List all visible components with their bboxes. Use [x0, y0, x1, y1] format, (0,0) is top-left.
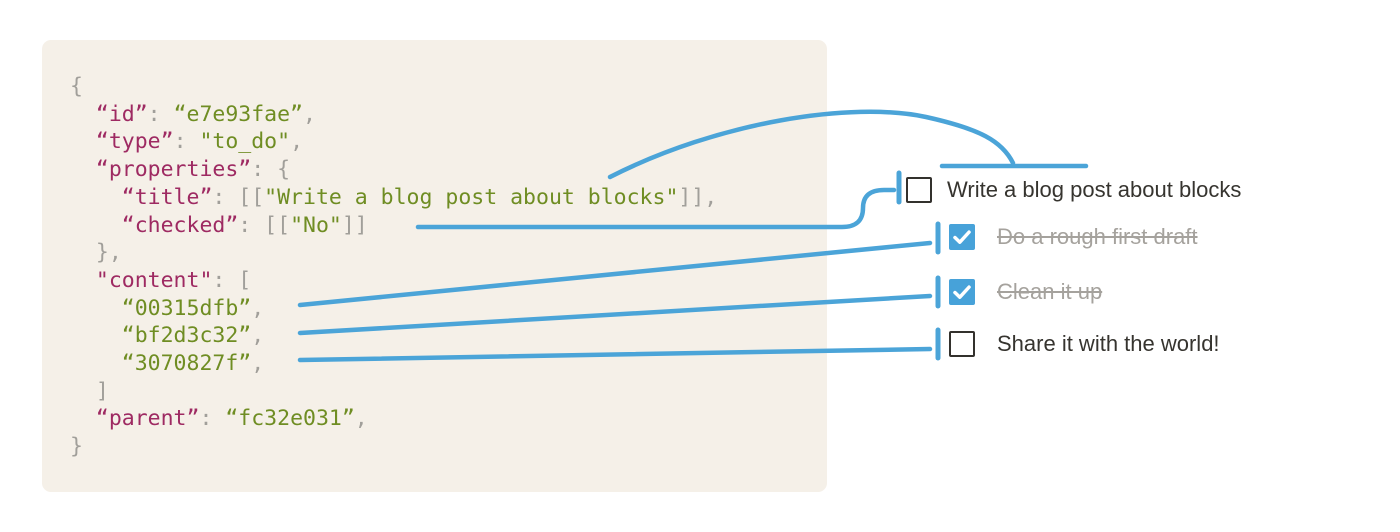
json-punctuation: , — [290, 129, 304, 155]
todo-item: Do a rough first draft — [949, 223, 1198, 251]
json-value: “bf2d3c32” — [121, 323, 252, 349]
todo-item: Share it with the world! — [949, 330, 1220, 358]
json-punctuation: , — [251, 323, 265, 349]
json-code-card: { “id”: “e7e93fae”, “type”: "to_do", “pr… — [42, 40, 827, 492]
code-line: { — [70, 73, 717, 101]
code-line: “type”: "to_do", — [70, 128, 717, 156]
checkbox-unchecked[interactable] — [906, 177, 932, 203]
code-line: “bf2d3c32”, — [70, 322, 717, 350]
json-value: “00315dfb” — [121, 295, 252, 321]
todo-item: Write a blog post about blocks — [906, 176, 1241, 204]
todo-label: Share it with the world! — [997, 331, 1220, 356]
json-punctuation — [70, 406, 96, 431]
json-punctuation — [70, 129, 96, 154]
code-line: “parent”: “fc32e031”, — [70, 405, 717, 433]
json-key: “title” — [121, 184, 213, 210]
checkbox-checked[interactable] — [949, 279, 975, 305]
code-line: “3070827f”, — [70, 350, 717, 378]
json-punctuation — [70, 157, 96, 182]
checkbox-checked[interactable] — [949, 224, 975, 250]
json-punctuation: }, — [70, 240, 122, 266]
json-key: “parent” — [95, 406, 200, 432]
json-value: "Write a blog post about blocks" — [264, 184, 679, 210]
json-value: "No" — [290, 212, 342, 238]
code-line: ] — [70, 378, 717, 406]
json-punctuation: , — [354, 406, 368, 432]
code-line: “00315dfb”, — [70, 295, 717, 323]
json-punctuation: } — [70, 434, 83, 460]
json-punctuation — [70, 296, 122, 321]
json-key: "content" — [95, 267, 213, 293]
todo-label: Clean it up — [997, 279, 1103, 304]
json-punctuation: , — [251, 351, 265, 377]
json-punctuation: { — [70, 74, 83, 99]
json-punctuation: : [ — [212, 267, 252, 293]
json-punctuation: : [[ — [238, 212, 291, 238]
json-punctuation: : [[ — [212, 184, 265, 210]
todo-label: Write a blog post about blocks — [947, 177, 1242, 202]
json-punctuation: : — [173, 129, 200, 155]
json-punctuation — [70, 268, 96, 293]
json-punctuation — [70, 213, 122, 238]
json-key: “id” — [95, 101, 148, 127]
json-punctuation: ]] — [341, 212, 368, 238]
code-line: “id”: “e7e93fae”, — [70, 101, 717, 129]
json-value: "to_do" — [199, 129, 291, 155]
json-punctuation: , — [303, 101, 316, 127]
json-punctuation — [70, 102, 96, 127]
json-punctuation — [70, 351, 122, 376]
json-key: “type” — [95, 129, 174, 155]
json-punctuation: : { — [251, 157, 291, 183]
json-key: “checked” — [121, 212, 239, 238]
json-key: “properties” — [95, 157, 252, 183]
code-line: “properties”: { — [70, 156, 717, 184]
json-punctuation — [70, 185, 122, 210]
json-code: { “id”: “e7e93fae”, “type”: "to_do", “pr… — [70, 73, 717, 461]
code-line: }, — [70, 239, 717, 267]
code-line: “title”: [["Write a blog post about bloc… — [70, 184, 717, 212]
json-punctuation: ] — [70, 378, 109, 404]
json-punctuation: , — [251, 295, 265, 321]
json-punctuation: : — [147, 101, 174, 127]
json-value: “3070827f” — [121, 351, 252, 377]
json-punctuation — [70, 323, 122, 348]
checkbox-unchecked[interactable] — [949, 331, 975, 357]
json-punctuation: ]], — [678, 184, 718, 210]
json-value: “e7e93fae” — [173, 101, 304, 127]
json-punctuation: : — [199, 406, 226, 432]
code-line: } — [70, 433, 717, 461]
code-line: “checked”: [["No"]] — [70, 212, 717, 240]
todo-label: Do a rough first draft — [997, 224, 1198, 249]
todo-item: Clean it up — [949, 278, 1102, 306]
json-value: “fc32e031” — [225, 406, 355, 432]
code-line: "content": [ — [70, 267, 717, 295]
checkmark-icon — [953, 285, 971, 299]
checkmark-icon — [953, 230, 971, 244]
